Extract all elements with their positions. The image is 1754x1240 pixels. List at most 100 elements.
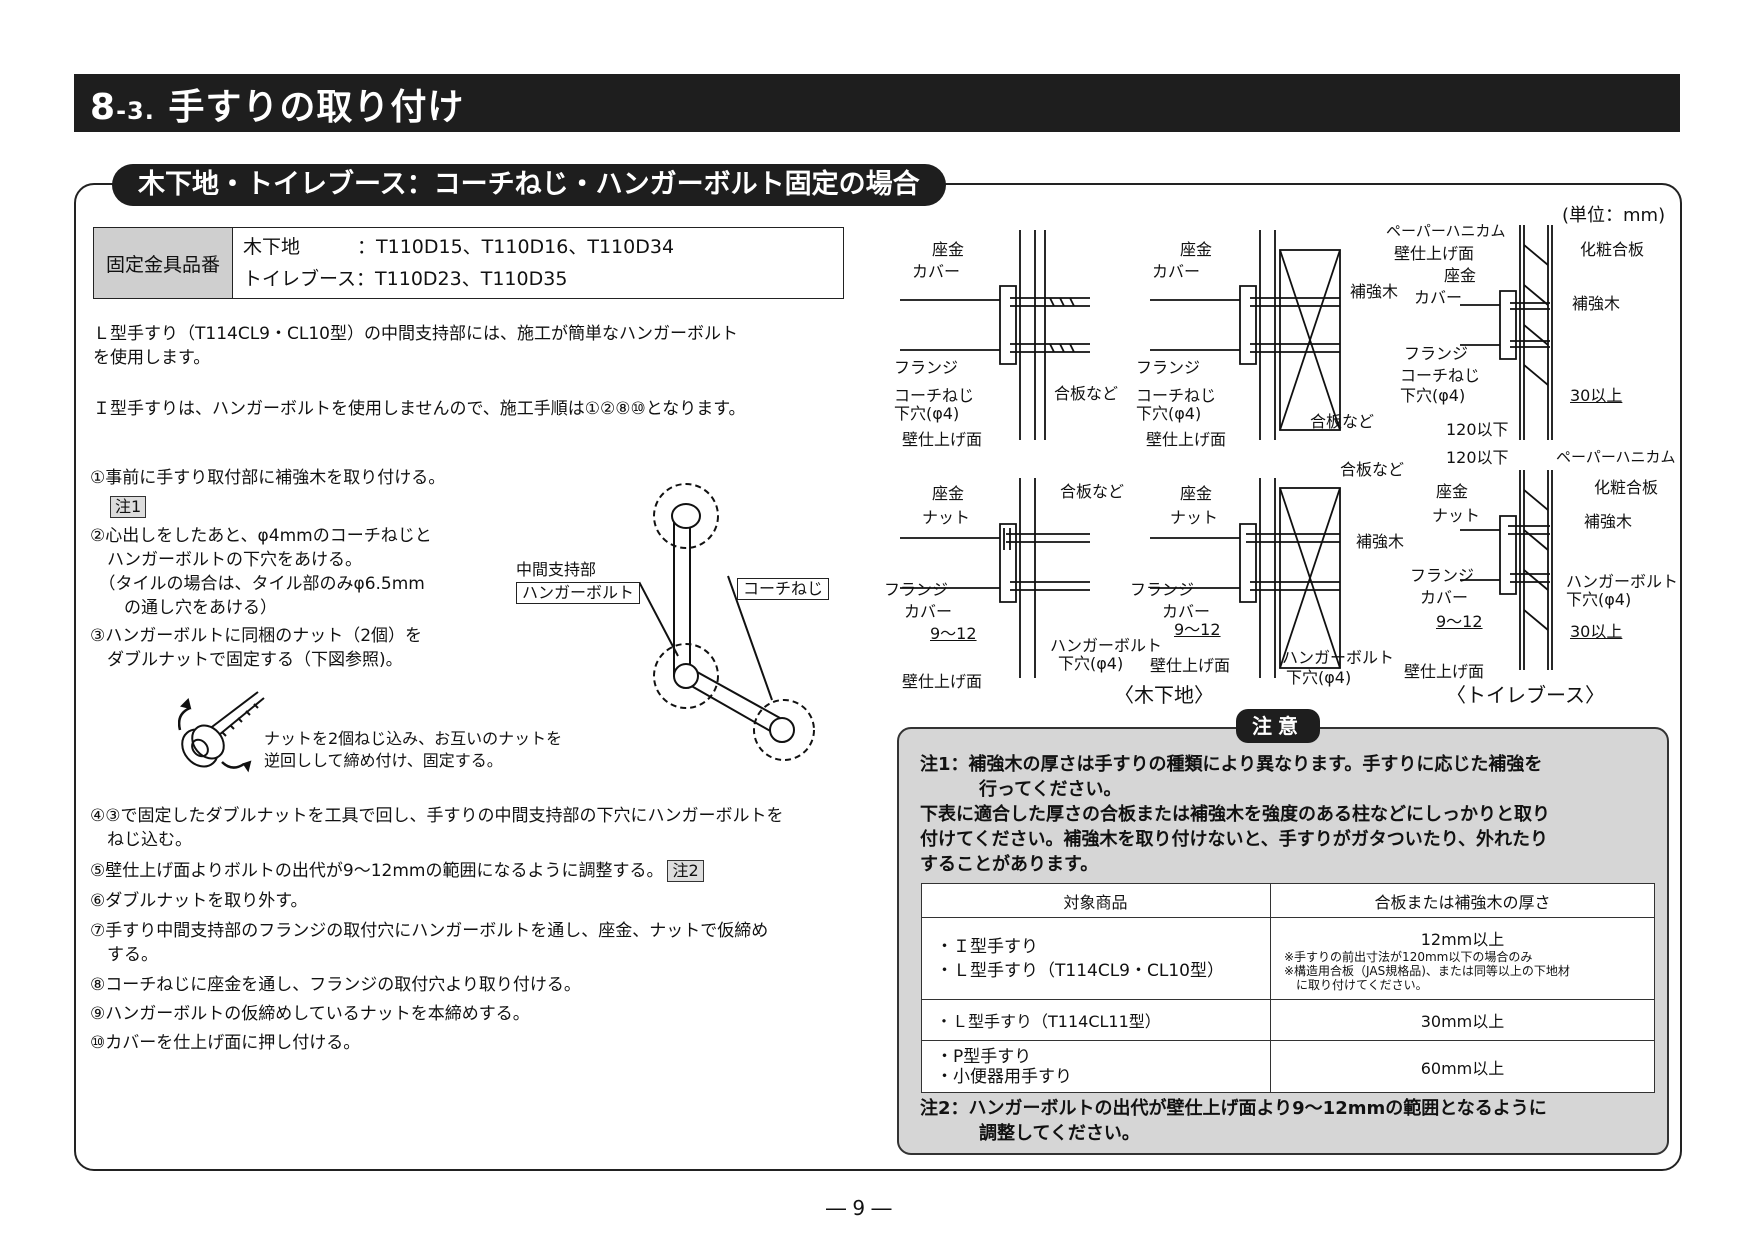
step-5: ⑤壁仕上げ面よりボルトの出代が9～12mmの範囲になるように調整する。注2: [90, 859, 704, 883]
caution-note-1-cont: 行ってください。: [979, 779, 1122, 800]
thickness-table: 対象商品 合板または補強木の厚さ ・Ｉ型手すり ・Ｌ型手すり（T114CL9・C…: [921, 883, 1655, 1093]
parts-table-header: 固定金具品番: [93, 227, 233, 299]
d3-under120: 120以下: [1446, 420, 1509, 439]
step-10: ⑩カバーを仕上げ面に押し付ける。: [90, 1033, 361, 1053]
diagram-wood-hanger-bolt: [900, 478, 1090, 678]
d1-plywood: 合板など: [1054, 384, 1119, 403]
d5-flange: フランジ: [1130, 580, 1195, 599]
chapter-title: 8-3. 手すりの取り付け: [90, 87, 465, 128]
d6-flange: フランジ: [1410, 566, 1475, 585]
d4-nut: ナット: [922, 508, 971, 527]
d1-wall-finish: 壁仕上げ面: [902, 430, 983, 449]
d3-reinforce: 補強木: [1572, 294, 1621, 313]
d6-reinforce: 補強木: [1584, 512, 1633, 531]
d3-flange: フランジ: [1404, 344, 1469, 363]
step-7: ⑦手すり中間支持部のフランジの取付穴にハンガーボルトを通し、座金、ナットで仮締め…: [90, 921, 769, 965]
table-row: ・P型手すり ・小便器用手すり 60mm以上: [921, 1040, 1655, 1093]
d1-cover: カバー: [912, 262, 961, 281]
caption-wood: 〈木下地〉: [1114, 683, 1214, 707]
row-3-thickness: 60mm以上: [1270, 1040, 1655, 1093]
d3-pilot-hole: 下穴(φ4): [1400, 386, 1466, 405]
diagram-booth-coach-screw: [1460, 225, 1553, 440]
rail-mid-support-label: 中間支持部: [516, 560, 597, 579]
d4-plywood: 合板など: [1060, 482, 1125, 501]
d4-range: 9～12: [930, 624, 977, 643]
d2-flange: フランジ: [1136, 358, 1201, 377]
d3-coach-screw: コーチねじ: [1400, 366, 1481, 385]
d4-cover: カバー: [904, 602, 953, 621]
note-2-tag: 注2: [667, 860, 704, 882]
d6-pilot-hole: 下穴(φ4): [1566, 590, 1632, 609]
d5-plywood: 合板など: [1340, 460, 1405, 479]
diagram-wood-reinforce-hanger: [1150, 478, 1341, 678]
d6-under120: 120以下: [1446, 448, 1509, 467]
d6-zagane: 座金: [1436, 482, 1469, 501]
d2-wall-finish: 壁仕上げ面: [1146, 430, 1227, 449]
row-2-products: ・Ｌ型手すり（T114CL11型）: [921, 999, 1271, 1041]
d6-over30: 30以上: [1570, 622, 1623, 641]
d6-cover: カバー: [1420, 588, 1469, 607]
row-2-thickness: 30mm以上: [1270, 999, 1655, 1041]
thickness-table-header-product: 対象商品: [921, 883, 1271, 918]
d1-flange: フランジ: [894, 358, 959, 377]
step-1: ①事前に手すり取付部に補強木を取り付ける。: [90, 468, 446, 488]
caution-note-2-head: 注2：ハンガーボルトの出代が壁仕上げ面より9～12mmの範囲となるように: [920, 1098, 1547, 1119]
d5-wall-finish: 壁仕上げ面: [1150, 656, 1231, 675]
note-1-tag: 注1: [110, 496, 147, 518]
step-5-text: ⑤壁仕上げ面よりボルトの出代が9～12mmの範囲になるように調整する。: [90, 861, 664, 881]
step-6: ⑥ダブルナットを取り外す。: [90, 891, 308, 911]
caution-note-1-head: 注1：補強木の厚さは手すりの種類により異なります。手すりに応じた補強を: [920, 754, 1543, 775]
caution-note-2-cont: 調整してください。: [979, 1123, 1140, 1144]
table-row: ・Ｌ型手すり（T114CL11型） 30mm以上: [921, 999, 1655, 1041]
diagram-wood-coach-screw: [900, 230, 1090, 440]
diagram-booth-hanger-bolt: [1460, 470, 1553, 670]
diagram-wood-reinforce: [1150, 230, 1341, 440]
step-4: ④③で固定したダブルナットを工具で回し、手すりの中間支持部の下穴にハンガーボルト…: [90, 806, 784, 850]
row-1-thickness: 12mm以上: [1420, 929, 1505, 949]
d4-flange: フランジ: [884, 580, 949, 599]
d2-reinforce: 補強木: [1350, 282, 1399, 301]
chapter-header-bar: 8-3. 手すりの取り付け: [74, 74, 1680, 132]
section-title: 木下地・トイレブース：コーチねじ・ハンガーボルト固定の場合: [112, 164, 946, 206]
d5-reinforce: 補強木: [1356, 532, 1405, 551]
caution-note-1-body: 下表に適合した厚さの合板または補強木を強度のある柱などにしっかりと取り 付けてく…: [920, 804, 1550, 875]
intro-paragraph-2: Ｉ型手すりは、ハンガーボルトを使用しませんので、施工手順は①②⑧⑩となります。: [93, 399, 746, 419]
thickness-table-header-thickness: 合板または補強木の厚さ: [1270, 883, 1655, 918]
d5-nut: ナット: [1170, 508, 1219, 527]
caution-title: 注意: [1236, 709, 1320, 743]
d2-pilot-hole: 下穴(φ4): [1136, 404, 1202, 423]
d2-coach-screw: コーチねじ: [1136, 386, 1217, 405]
d3-wall-finish: 壁仕上げ面: [1394, 244, 1475, 263]
step-9: ⑨ハンガーボルトの仮締めしているナットを本締めする。: [90, 1004, 530, 1024]
d6-range: 9～12: [1436, 612, 1483, 631]
table-row: ・Ｉ型手すり ・Ｌ型手すり（T114CL9・CL10型） 12mm以上 ※手すり…: [921, 917, 1655, 1000]
parts-row-booth: トイレブース：T110D23、T110D35: [243, 268, 568, 290]
d4-wall-finish: 壁仕上げ面: [902, 672, 983, 691]
d3-over30: 30以上: [1570, 386, 1623, 405]
d1-pilot-hole: 下穴(φ4): [894, 404, 960, 423]
d5-zagane: 座金: [1180, 484, 1213, 503]
d5-pilot-hole: 下穴(φ4): [1286, 668, 1352, 687]
d3-zagane: 座金: [1444, 266, 1477, 285]
d6-hanger-bolt: ハンガーボルト: [1566, 572, 1679, 591]
parts-table: 固定金具品番 木下地 ：T110D15、T110D16、T110D34 トイレブ…: [93, 227, 844, 299]
step-2: ②心出しをしたあと、φ4mmのコーチねじと ハンガーボルトの下穴をあける。 （タ…: [90, 526, 432, 618]
caption-booth: 〈トイレブース〉: [1446, 683, 1605, 707]
d5-range: 9～12: [1174, 620, 1221, 639]
d2-cover: カバー: [1152, 262, 1201, 281]
row-1-products: ・Ｉ型手すり ・Ｌ型手すり（T114CL9・CL10型）: [921, 917, 1271, 1000]
row-1-notes: ※手すりの前出寸法が120mm以下の場合のみ ※構造用合板（JAS規格品)、また…: [1284, 949, 1570, 992]
step-8: ⑧コーチねじに座金を通し、フランジの取付穴より取り付ける。: [90, 975, 581, 995]
page-number: ― 9 ―: [826, 1196, 892, 1220]
d5-cover: カバー: [1162, 602, 1211, 621]
parts-row-wood: 木下地 ：T110D15、T110D16、T110D34: [243, 236, 675, 258]
intro-paragraph-1: Ｌ型手すり（T114CL9・CL10型）の中間支持部には、施工が簡単なハンガーボ…: [93, 324, 738, 368]
nut-caption: ナットを2個ねじ込み、お互いのナットを 逆回しして締め付け、固定する。: [264, 729, 563, 770]
d6-decorative-plywood: 化粧合板: [1594, 478, 1659, 497]
d6-wall-finish: 壁仕上げ面: [1404, 662, 1485, 681]
d4-hanger-bolt: ハンガーボルト: [1050, 636, 1163, 655]
double-nut-illustration: [178, 691, 265, 773]
rail-coach-screw-label: コーチねじ: [737, 578, 830, 600]
d6-nut: ナット: [1432, 506, 1481, 525]
d5-hanger-bolt: ハンガーボルト: [1282, 648, 1395, 667]
